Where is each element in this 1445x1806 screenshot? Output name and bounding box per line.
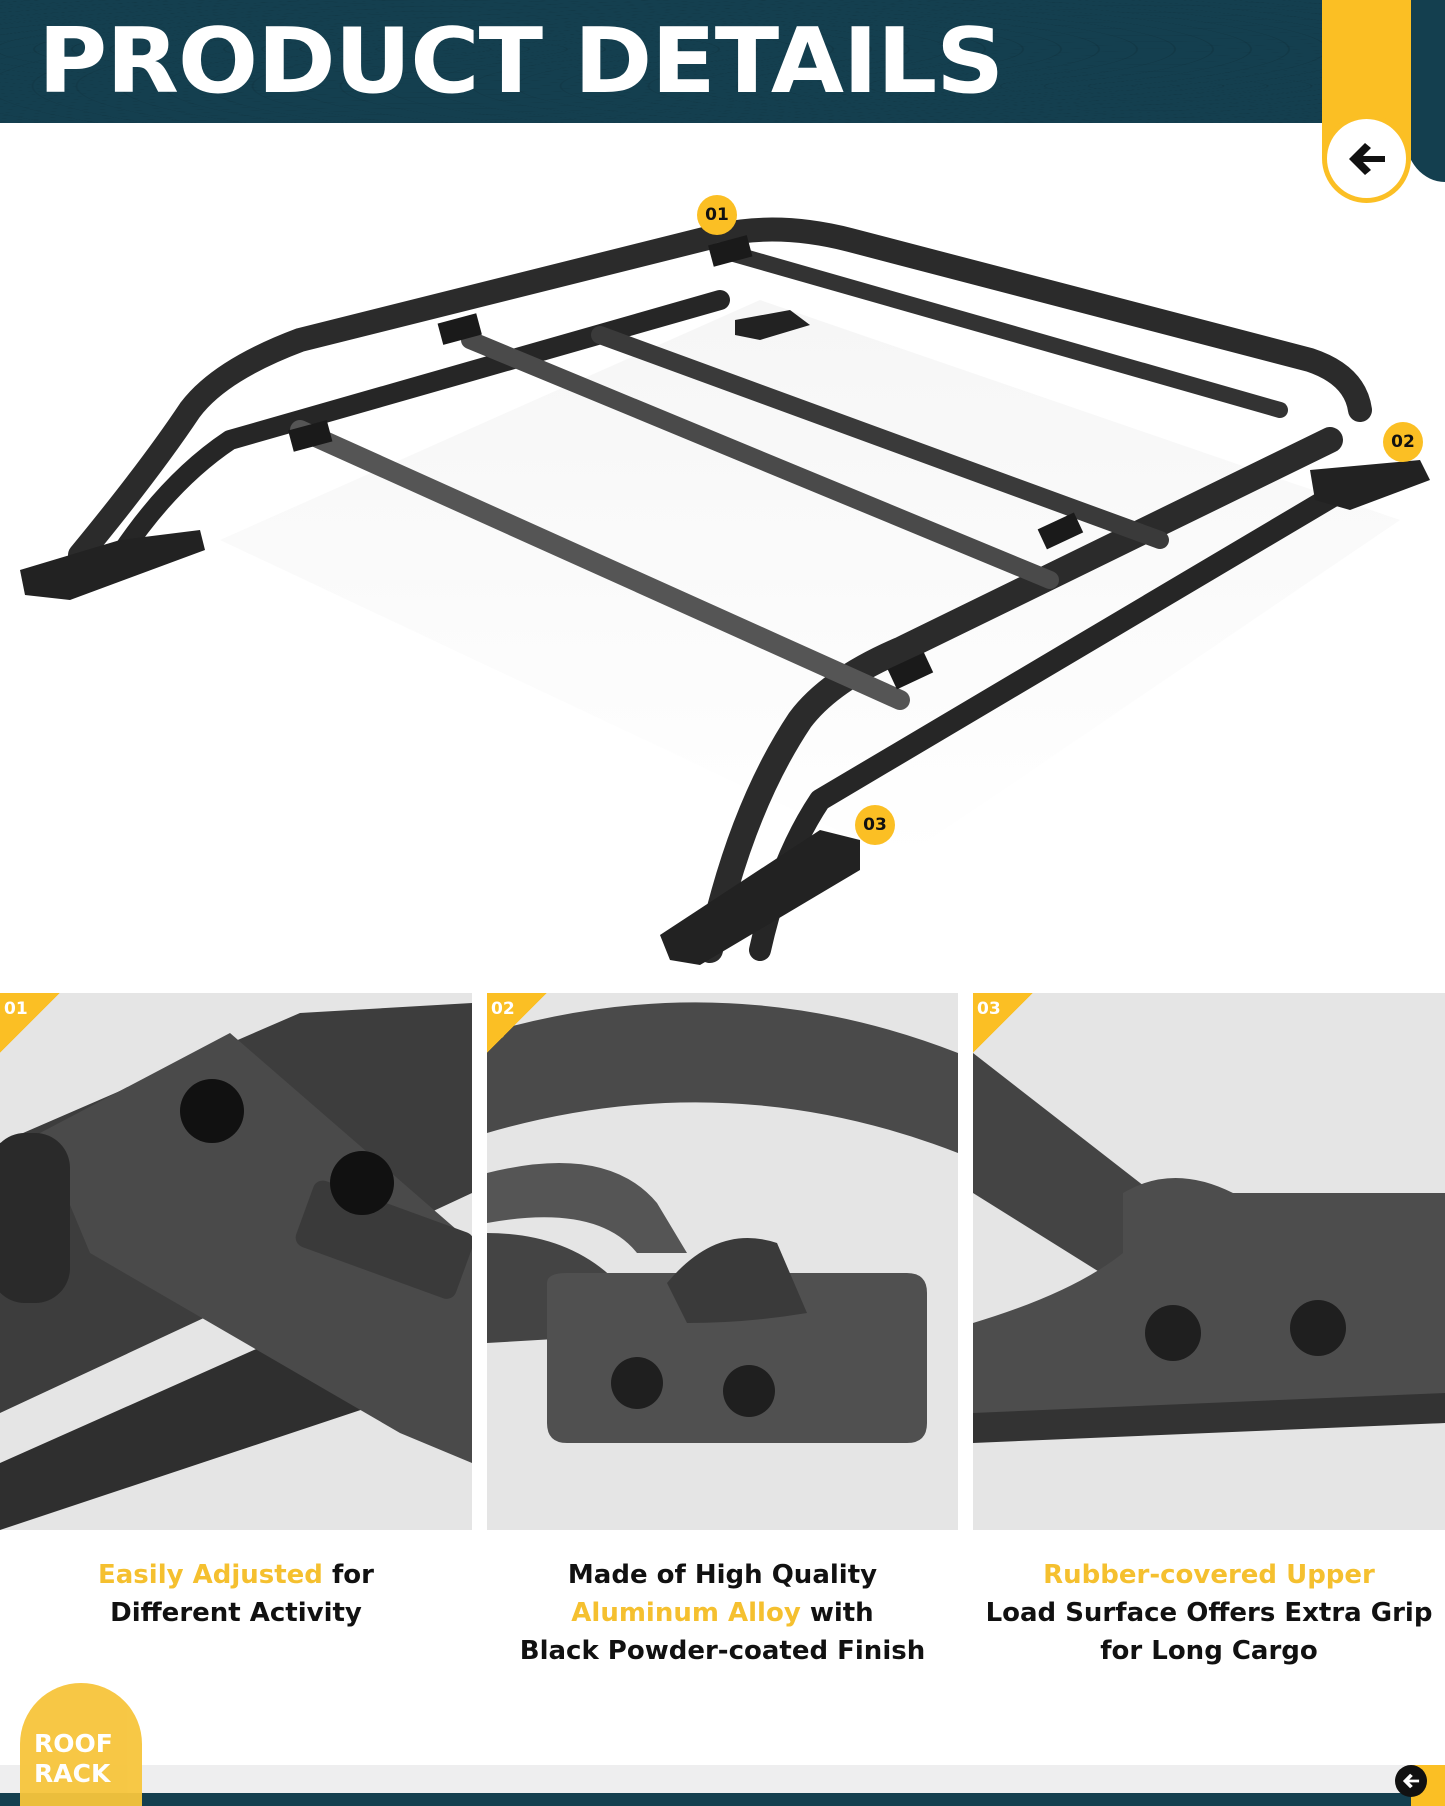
page-title: PRODUCT DETAILS [38,9,1004,114]
detail-panel-01: 01 [0,993,472,1530]
header-banner: PRODUCT DETAILS [0,0,1445,123]
panel-tag-03: 03 [973,993,1033,1053]
caption-02-highlight: Aluminum Alloy [571,1598,801,1628]
caption-02: Made of High Quality Aluminum Alloy with… [519,1560,926,1666]
callout-badge-03[interactable]: 03 [855,805,895,845]
arrow-left-icon [1348,142,1385,175]
caption-01: Easily Adjusted for Different Activity [98,1560,374,1628]
footer-back-button[interactable] [1395,1765,1427,1797]
product-image-roof-rack [0,190,1445,980]
back-button[interactable] [1327,119,1406,198]
detail-image-aluminum-rail [487,1002,958,1443]
roof-rack-badge: ROOF RACK [20,1683,142,1806]
caption-01-highlight: Easily Adjusted [98,1560,323,1590]
callout-badge-01[interactable]: 01 [697,195,737,235]
footer-teal-bar [0,1793,1411,1806]
detail-panel-02: 02 [487,993,958,1530]
detail-image-adjustable-clamp [0,1003,472,1530]
callout-badge-02[interactable]: 02 [1383,422,1423,462]
roof-rack-illustration [20,217,1430,965]
detail-image-rubber-foot [973,1053,1445,1443]
arrow-left-icon [1402,1773,1420,1789]
header-corner-decoration [1405,0,1445,182]
panel-tag-02: 02 [487,993,547,1053]
detail-panel-03: 03 [973,993,1445,1530]
panel-tag-01: 01 [0,993,60,1053]
caption-03-highlight: Rubber-covered Upper [1043,1560,1375,1590]
footer-band [0,1765,1445,1793]
caption-03: Rubber-covered Upper Load Surface Offers… [973,1556,1445,1670]
